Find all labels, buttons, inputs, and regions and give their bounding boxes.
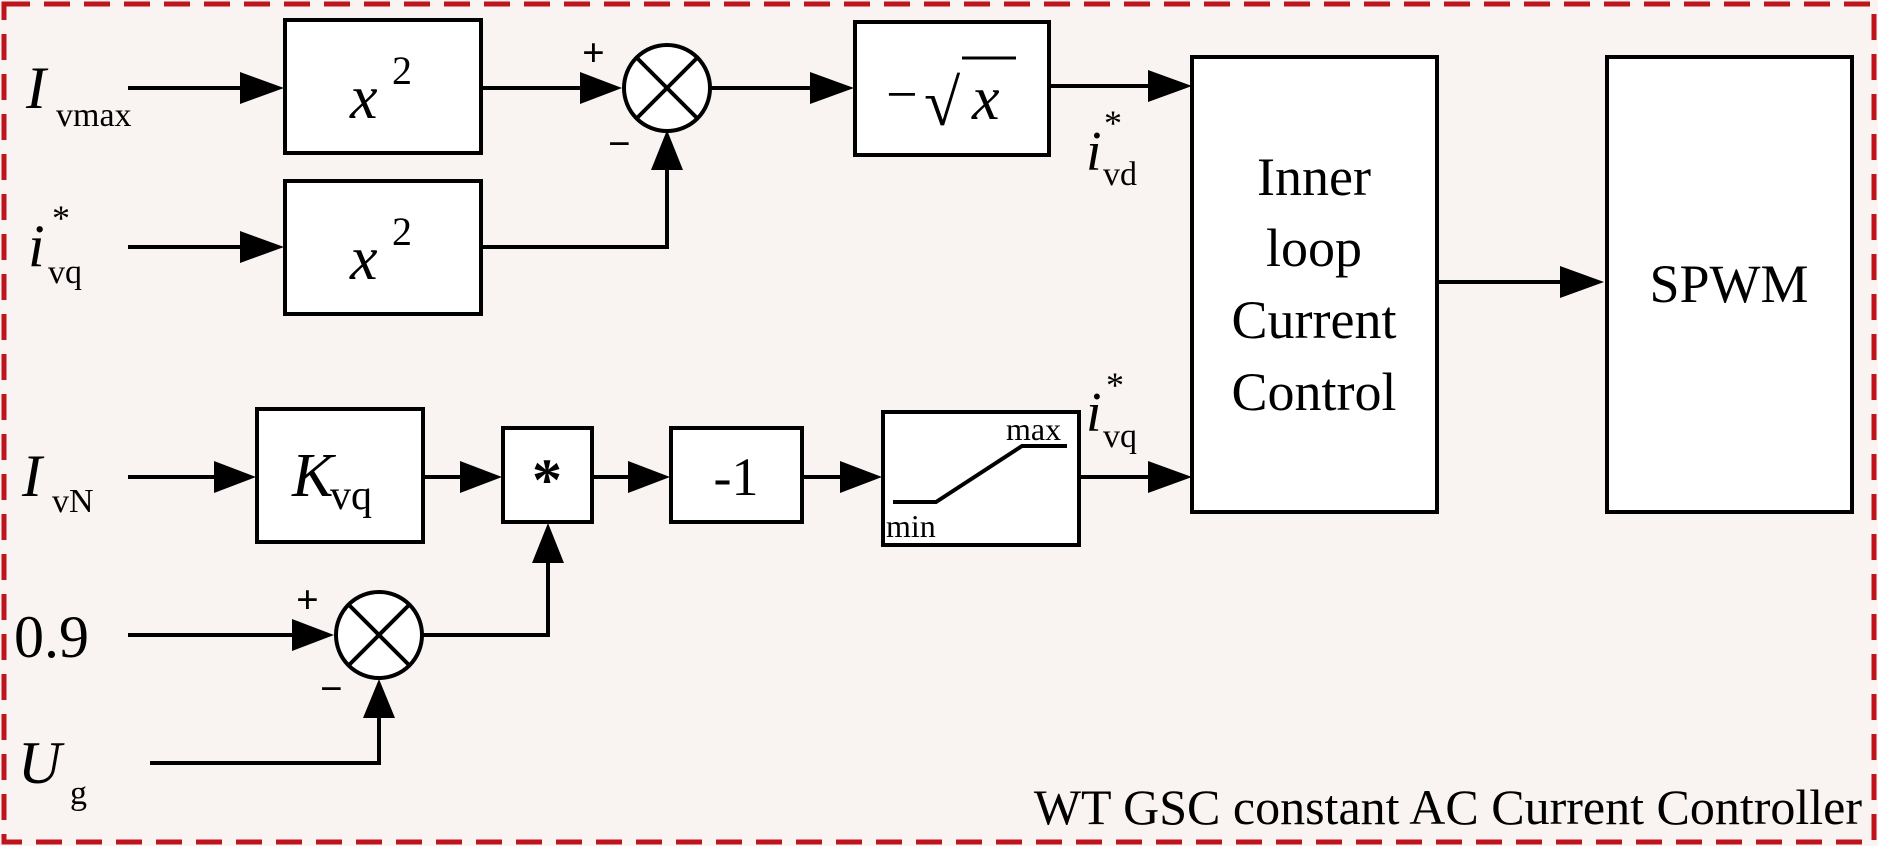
gain-kvq-block	[255, 407, 425, 544]
input-ug-main: U	[18, 730, 65, 796]
wire-square2-to-summer	[481, 130, 683, 249]
wire-ivq-to-square	[128, 231, 284, 263]
summer-bottom-minus: −	[320, 666, 343, 711]
input-ug-sub: g	[70, 775, 87, 812]
neg-one-block	[669, 426, 804, 524]
inner-loop-block	[1190, 55, 1439, 514]
signal-ivd-ref-sub: vd	[1103, 156, 1137, 193]
summer-top	[622, 43, 712, 133]
spwm-label: SPWM	[1649, 254, 1808, 314]
summer-top-plus: +	[582, 30, 605, 75]
limiter-min-label: min	[886, 508, 936, 544]
neg-sqrt-minus: −	[886, 64, 918, 126]
neg-sqrt-var: x	[971, 65, 1000, 133]
wire-square1-to-summer	[481, 72, 622, 104]
gain-kvq-main: K	[291, 442, 337, 510]
wire-multiply-to-neg-one	[592, 461, 670, 493]
input-ivn-main: I	[21, 443, 45, 509]
inner-loop-line-1: Inner	[1257, 147, 1371, 207]
inner-loop-line-3: Current	[1232, 290, 1397, 350]
input-ivq-ref-sub: vq	[48, 254, 82, 291]
wire-inner-loop-to-spwm	[1437, 266, 1604, 298]
wire-neg-one-to-limiter	[802, 461, 882, 493]
input-ivmax-main: I	[25, 55, 49, 121]
input-ivq-ref-main: i	[28, 213, 45, 279]
inner-loop-line-4: Control	[1231, 362, 1396, 422]
inner-loop-line-2: loop	[1266, 218, 1362, 278]
signal-ivq-ref-out-sub: vq	[1103, 418, 1137, 455]
wire-ug-to-summer	[150, 679, 395, 765]
summer-bottom-plus: +	[296, 577, 319, 622]
limiter-max-label: max	[1006, 411, 1061, 447]
neg-sqrt-radical: √	[924, 67, 961, 140]
square-block-1	[283, 18, 483, 155]
neg-sqrt-block	[853, 20, 1051, 157]
square-block-1-base: x	[349, 64, 378, 132]
input-ivq-ref-sup: *	[52, 198, 70, 238]
wire-kvq-to-multiply	[423, 461, 502, 493]
square-block-2	[283, 179, 483, 316]
summer-top-minus: −	[608, 121, 631, 166]
signal-ivq-ref-out-sup: *	[1106, 365, 1124, 405]
wire-summer-to-multiply	[422, 523, 564, 637]
input-ivn-sub: vN	[52, 483, 94, 520]
square-block-2-base: x	[349, 225, 378, 293]
wire-ivn-to-kvq	[128, 461, 256, 493]
controller-caption: WT GSC constant AC Current Controller	[1034, 779, 1863, 835]
wire-const-to-summer	[128, 619, 334, 651]
wire-ivmax-to-square	[128, 72, 284, 104]
summer-bottom	[334, 590, 424, 680]
square-block-2-exp: 2	[392, 209, 412, 254]
signal-ivd-ref-main: i	[1086, 121, 1102, 183]
multiply-label: *	[532, 447, 562, 513]
signal-ivd-ref-sup: *	[1104, 103, 1122, 143]
neg-one-label: -1	[714, 447, 759, 507]
gain-kvq-sub: vq	[330, 473, 372, 519]
square-block-1-exp: 2	[392, 48, 412, 93]
input-const: 0.9	[14, 604, 89, 670]
limiter-curve	[893, 444, 1067, 504]
input-ivmax-sub: vmax	[56, 97, 132, 134]
wire-sqrt-to-inner-loop	[1049, 70, 1192, 102]
wire-limiter-to-inner-loop	[1079, 461, 1192, 493]
wire-summer-to-sqrt	[710, 72, 854, 104]
signal-ivq-ref-out-main: i	[1086, 382, 1102, 444]
spwm-block	[1605, 55, 1854, 514]
